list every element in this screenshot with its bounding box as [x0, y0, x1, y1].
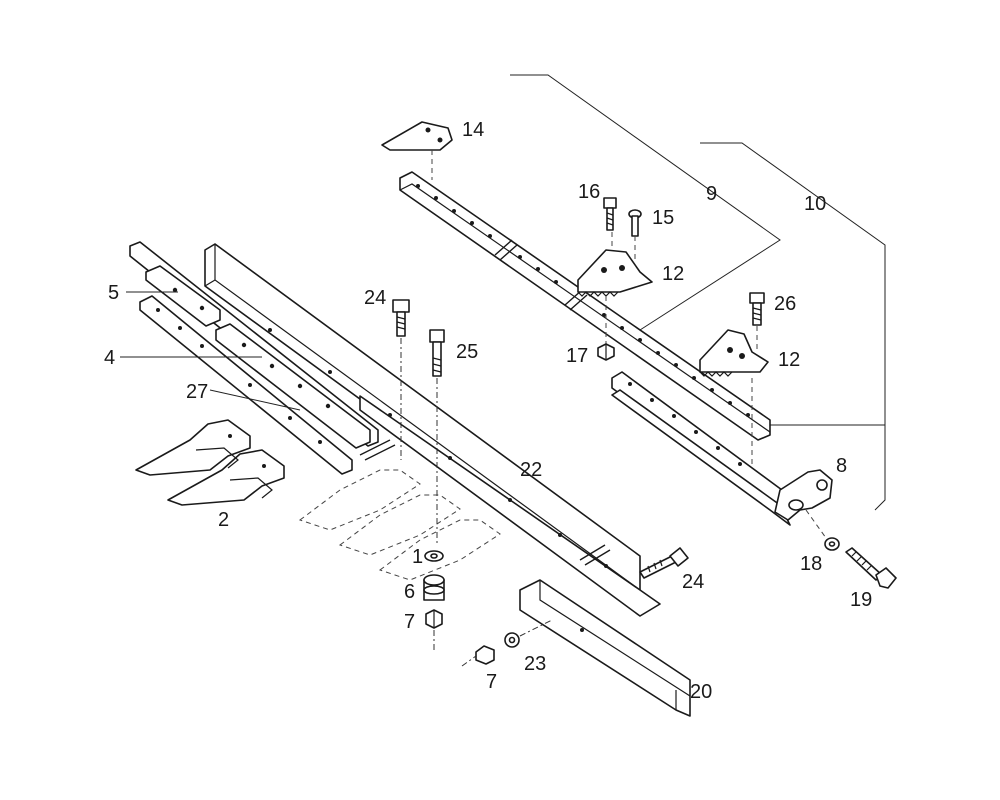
callout-24-lower: 24: [682, 571, 704, 593]
callout-12-lower: 12: [778, 349, 800, 371]
callout-1: 1: [412, 546, 423, 568]
rivet-part-15: [628, 209, 642, 262]
callout-labels: 1 2 4 5 6 7 7 8 9 10 12 12 14 15 16 17 1…: [104, 119, 872, 703]
callout-5: 5: [108, 282, 119, 304]
callout-7-lower: 7: [486, 671, 497, 693]
callout-7-upper: 7: [404, 611, 415, 633]
callout-10: 10: [804, 193, 826, 215]
washer-part-18: [824, 537, 840, 551]
nut-part-7-upper: [425, 609, 443, 650]
bolt-part-24-upper: [392, 299, 410, 460]
callout-19: 19: [850, 589, 872, 611]
hold-down-strip-part-4: [139, 295, 371, 475]
callout-15: 15: [652, 207, 674, 229]
spacer-part-1: [424, 550, 444, 562]
callout-25: 25: [456, 341, 478, 363]
callout-12-upper: 12: [662, 263, 684, 285]
callout-20: 20: [690, 681, 712, 703]
angle-bar-part-20: [519, 579, 691, 717]
callout-23: 23: [524, 653, 546, 675]
knife-section-part-12-upper: [577, 232, 653, 345]
knife-back-bar: [399, 171, 771, 441]
knife-head-part-8: [611, 371, 833, 539]
callout-26: 26: [774, 293, 796, 315]
guard-part-2: [135, 419, 501, 581]
callout-4: 4: [104, 347, 115, 369]
callout-27: 27: [186, 381, 208, 403]
callout-16: 16: [578, 181, 600, 203]
bushing-part-6: [423, 574, 445, 601]
knife-section-part-12-lower: [699, 329, 769, 470]
callout-22: 22: [520, 459, 542, 481]
nut-part-17: [597, 343, 615, 361]
group-bracket-10: [700, 142, 886, 511]
callout-2: 2: [218, 509, 229, 531]
washer-part-23: [504, 619, 553, 648]
bolt-part-24-lower: [639, 547, 689, 579]
bolt-part-19: [845, 547, 897, 589]
callout-24-upper: 24: [364, 287, 386, 309]
nut-part-7-lower: [461, 645, 495, 667]
bolt-part-16: [603, 197, 617, 231]
guard-bar-part-22: [204, 243, 661, 617]
callout-17: 17: [566, 345, 588, 367]
callout-18: 18: [800, 553, 822, 575]
callout-9: 9: [706, 183, 717, 205]
bolt-part-26: [749, 292, 765, 350]
bolt-part-25: [429, 329, 445, 545]
group-bracket-9: [510, 74, 781, 331]
callout-6: 6: [404, 581, 415, 603]
leader-lines: [120, 291, 301, 411]
plate-part-14: [381, 121, 453, 180]
callout-14: 14: [462, 119, 484, 141]
callout-8: 8: [836, 455, 847, 477]
